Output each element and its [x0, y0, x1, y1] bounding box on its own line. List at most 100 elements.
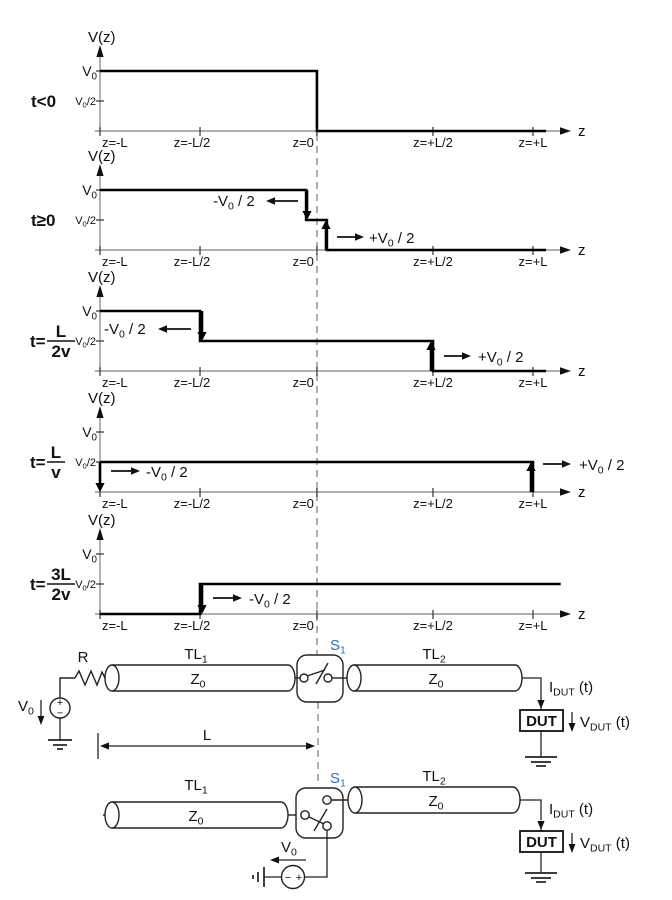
tspan: 0	[83, 462, 87, 471]
tspan: 0	[92, 432, 98, 443]
tspan: +V	[579, 457, 598, 474]
tl1-label: TL1	[184, 646, 208, 666]
v-axis-label: V(z)	[88, 269, 116, 286]
tspan: V	[82, 182, 92, 198]
tspan: z=0	[293, 496, 314, 511]
tspan: z=+L	[519, 496, 548, 511]
tspan: 0	[92, 554, 98, 565]
tspan: V	[75, 336, 83, 348]
tl2-left-cap	[346, 664, 362, 692]
z-axis-arrow-head	[560, 127, 571, 135]
tspan: 0	[92, 190, 98, 201]
wave-annotation-label: -V0 / 2	[146, 464, 188, 484]
tspan: 0	[92, 311, 98, 322]
source-plus: +	[57, 697, 63, 709]
wave-annotation-label: +V0 / 2	[579, 457, 624, 477]
v-axis-arrow-head	[96, 285, 104, 297]
voltage-waveform	[100, 188, 546, 252]
tspan: z=-L	[102, 375, 128, 390]
tspan: / 2	[167, 464, 188, 481]
travel-arrow-head	[266, 197, 275, 205]
vdut-label: VDUT (t)	[580, 714, 630, 734]
z-tick-label: z=+L/2	[413, 618, 453, 633]
tspan: t<0	[31, 92, 56, 111]
v-axis-arrow-head	[96, 528, 104, 540]
z-tick-label: z=+L/2	[413, 496, 453, 511]
z-axis-label: z	[578, 123, 586, 140]
time-fraction-den: v	[51, 463, 61, 482]
source-minus: −	[285, 872, 291, 884]
source-v0-label: V0	[281, 839, 297, 859]
tspan: z=0	[293, 618, 314, 633]
tspan: V	[82, 303, 92, 319]
tspan: V(z)	[88, 269, 116, 286]
switch-contact-source	[322, 821, 332, 831]
tl2-body-fill	[354, 665, 515, 691]
switch-contact-left	[299, 673, 309, 683]
z-tick-label: z=-L/2	[174, 496, 211, 511]
v0-half-label: V0/2	[75, 336, 96, 350]
tspan: V	[82, 546, 92, 562]
tspan: / 2	[125, 321, 146, 338]
tl2-body-fill	[355, 787, 513, 813]
time-label-pre: t=	[30, 332, 46, 351]
z-tick-label: z=+L/2	[413, 135, 453, 150]
switch-contact-tl2	[322, 795, 332, 805]
travel-arrow-head	[131, 467, 140, 475]
tspan: V	[75, 579, 83, 591]
z-tick-label: z=0	[293, 496, 314, 511]
switch-arm	[306, 669, 326, 677]
tspan: V(z)	[88, 390, 116, 407]
dim-left-head	[100, 742, 109, 750]
z-tick-label: z=0	[293, 135, 314, 150]
tspan: /2	[87, 336, 96, 348]
tspan: 0	[119, 329, 125, 341]
tspan: / 2	[234, 193, 255, 210]
tspan: -V	[213, 193, 228, 210]
tspan: z=-L/2	[174, 135, 211, 150]
wire-source-to-resistor	[59, 677, 75, 698]
tspan: 0	[92, 71, 98, 82]
v0-label: V0	[82, 546, 97, 565]
z-tick-label: z=-L/2	[174, 254, 211, 269]
tspan: z	[578, 484, 586, 501]
tspan: z=-L	[102, 618, 128, 633]
tspan: z	[578, 363, 586, 380]
tspan: +V	[478, 349, 497, 366]
tspan: 3L	[51, 565, 71, 584]
resistor-label: R	[78, 649, 89, 666]
time-label: t≥0	[31, 211, 55, 230]
tl2-z0-label: Z0	[428, 793, 443, 813]
travel-arrow-head	[233, 594, 242, 602]
tspan: / 2	[604, 457, 625, 474]
tspan: V	[75, 457, 83, 469]
idut-arrow-head	[537, 700, 545, 709]
idut-label: IDUT (t)	[549, 801, 593, 821]
tspan: 2v	[52, 342, 71, 361]
tspan: t≥0	[31, 211, 55, 230]
travel-arrow-head	[562, 460, 571, 468]
tl1-body-fill	[112, 802, 281, 828]
tspan: /2	[87, 96, 96, 108]
wavefront-arrow-head	[526, 462, 536, 471]
tspan: 2v	[52, 585, 71, 604]
v-axis-arrow-head	[96, 45, 104, 57]
tspan: t=	[30, 332, 46, 351]
z-tick-label: z=+L	[519, 254, 548, 269]
tspan: /2	[87, 215, 96, 227]
tspan: 0	[83, 101, 87, 110]
v-axis-label: V(z)	[88, 390, 116, 407]
tspan: / 2	[503, 349, 524, 366]
dut-box-label: DUT	[526, 834, 557, 851]
tspan: z=+L	[519, 375, 548, 390]
z-axis-arrow-head	[560, 610, 571, 618]
tl1-label: TL1	[184, 777, 208, 797]
wave-annotation-label: +V0 / 2	[369, 230, 414, 250]
tspan: z=+L/2	[413, 375, 453, 390]
tspan: V(z)	[88, 29, 116, 46]
